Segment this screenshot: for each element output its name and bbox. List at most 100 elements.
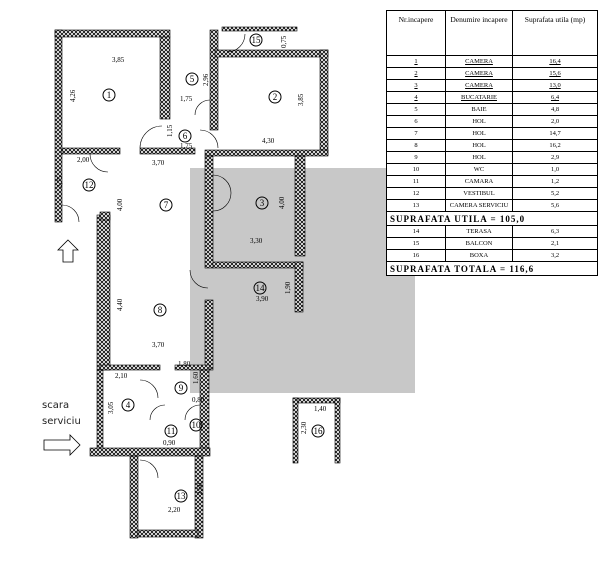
dim: 2,00 (77, 156, 90, 164)
service-stair-arrow-icon (43, 434, 81, 456)
room-8: 8 (153, 303, 167, 317)
row-area: 5,2 (512, 187, 598, 200)
dimensions: 3,85 4,26 1,75 2,96 3,85 4,30 1,15 1,75 … (56, 35, 327, 514)
svg-text:7: 7 (164, 200, 169, 210)
svg-text:12: 12 (85, 180, 94, 190)
header-area: Suprafata utila (mp) (512, 10, 598, 56)
dim: 1,15 (166, 124, 174, 137)
dim: 2,75 (56, 175, 64, 188)
dim: 1,60 (192, 371, 200, 384)
row-number: 5 (386, 103, 446, 116)
row-number: 14 (386, 225, 446, 238)
room-15: 15 (249, 33, 263, 47)
dim: 2,30 (300, 421, 308, 434)
svg-text:11: 11 (167, 426, 176, 436)
row-area: 3,2 (512, 249, 598, 262)
svg-text:2: 2 (273, 92, 278, 102)
row-number: 12 (386, 187, 446, 200)
row-area: 2,0 (512, 115, 598, 128)
dim: 3,85 (112, 56, 125, 64)
dim: 3,90 (256, 295, 269, 303)
row-number: 8 (386, 139, 446, 152)
dim: 0,80 (192, 396, 205, 404)
room-2: 2 (268, 90, 282, 104)
room-12: 12 (82, 178, 96, 192)
dim: 4,26 (69, 89, 77, 102)
dim: 4,00 (278, 196, 286, 209)
room-4: 4 (121, 398, 135, 412)
row-name: HOL (445, 151, 513, 164)
svg-text:1: 1 (107, 90, 112, 100)
dim: 3,70 (152, 341, 165, 349)
svg-text:13: 13 (177, 491, 187, 501)
row-number: 2 (386, 67, 446, 80)
row-number: 6 (386, 115, 446, 128)
dim: 3,30 (250, 237, 263, 245)
room-14: 14 (253, 281, 267, 295)
svg-text:16: 16 (314, 426, 324, 436)
room-10: 10 (189, 418, 203, 432)
row-name: CAMERA (445, 55, 513, 68)
svg-text:3: 3 (260, 198, 265, 208)
walls (54, 26, 341, 539)
svg-text:14: 14 (256, 283, 266, 293)
row-name: CAMERA (445, 67, 513, 80)
svg-text:4: 4 (126, 400, 131, 410)
row-area: 16,4 (512, 55, 598, 68)
room-5: 5 (185, 72, 199, 86)
dim: 1,75 (180, 95, 193, 103)
row-name: WC (445, 163, 513, 176)
row-name: HOL (445, 115, 513, 128)
dim: 2,96 (202, 73, 210, 86)
row-name: BOXA (445, 249, 513, 262)
room-6: 6 (178, 129, 192, 143)
dim: 2,60 (196, 482, 204, 495)
row-number: 16 (386, 249, 446, 262)
row-number: 3 (386, 79, 446, 92)
header-nr: Nr.incapere (386, 10, 446, 56)
row-name: BALCON (445, 237, 513, 250)
doors (61, 33, 246, 479)
subtotal-row: SUPRAFATA UTILA = 105,0 (386, 211, 598, 226)
row-number: 7 (386, 127, 446, 140)
row-number: 10 (386, 163, 446, 176)
row-name: VESTIBUL (445, 187, 513, 200)
row-name: TERASA (445, 225, 513, 238)
area-table: Nr.incapere Denumire incapere Suprafata … (386, 10, 598, 276)
dim: 1,40 (314, 405, 327, 413)
entrance-arrow-icon (57, 239, 79, 263)
dim: 2,10 (115, 372, 128, 380)
dim: 3,85 (297, 93, 305, 106)
row-number: 11 (386, 175, 446, 188)
row-area: 2,9 (512, 151, 598, 164)
svg-text:10: 10 (192, 420, 202, 430)
room-13: 13 (174, 489, 188, 503)
total-row: SUPRAFATA TOTALA = 116,6 (386, 261, 598, 276)
svg-text:6: 6 (183, 131, 188, 141)
dim: 0,90 (163, 439, 176, 447)
dim: 0,75 (280, 35, 288, 48)
dim: 2,20 (168, 506, 181, 514)
room-11: 11 (164, 424, 178, 438)
room-1: 1 (102, 88, 116, 102)
row-area: 13,0 (512, 79, 598, 92)
row-area: 5,6 (512, 199, 598, 212)
room-9: 9 (174, 381, 188, 395)
row-name: CAMERA (445, 79, 513, 92)
svg-text:5: 5 (190, 74, 195, 84)
row-name: BUCATARIE (445, 91, 513, 104)
svg-text:15: 15 (252, 35, 262, 45)
stair-label-line1: scara (42, 400, 70, 411)
